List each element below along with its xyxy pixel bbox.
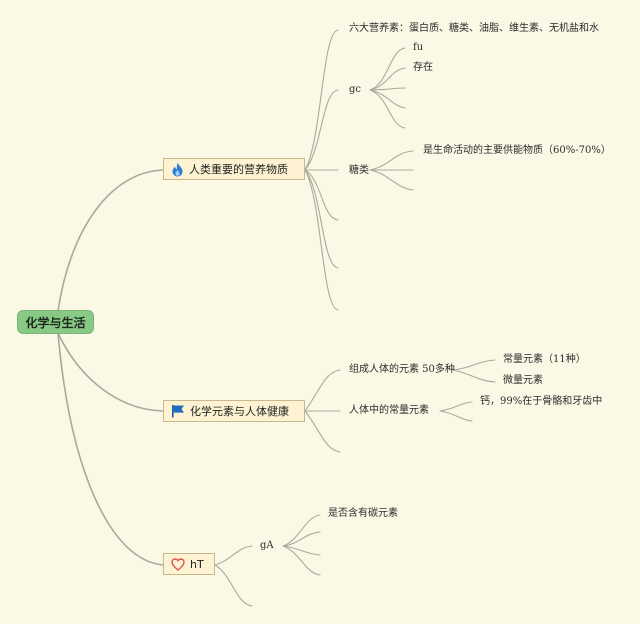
branch-composition-1 bbox=[452, 359, 496, 371]
branch-nutrition-5 bbox=[304, 169, 339, 269]
topic-ht-label: hT bbox=[190, 557, 204, 571]
branch-root-to-elements bbox=[57, 332, 164, 412]
branch-elements-1 bbox=[304, 369, 341, 412]
node-ga[interactable]: gA bbox=[260, 540, 274, 551]
flag-icon bbox=[172, 405, 184, 418]
branch-sugar-3 bbox=[369, 169, 414, 191]
node-sugars[interactable]: 糖类 bbox=[349, 165, 369, 176]
branch-gc-1 bbox=[369, 47, 406, 91]
branch-gc-3 bbox=[369, 87, 406, 91]
branch-ga-2 bbox=[282, 531, 321, 547]
branch-ht-1 bbox=[214, 545, 253, 566]
topic-elements-label: 化学元素与人体健康 bbox=[190, 405, 289, 418]
node-sugar-energy[interactable]: 是生命活动的主要供能物质（60%-70%） bbox=[423, 145, 611, 156]
node-carbon-check[interactable]: 是否含有碳元素 bbox=[328, 508, 398, 519]
node-existence[interactable]: 存在 bbox=[413, 62, 433, 73]
node-trace-elements[interactable]: 微量元素 bbox=[503, 375, 543, 386]
branch-nutrition-1 bbox=[304, 29, 339, 171]
node-gc[interactable]: gc bbox=[349, 84, 362, 95]
node-fu[interactable]: fu bbox=[413, 42, 424, 53]
flame-icon bbox=[172, 162, 183, 176]
topic-elements[interactable]: 化学元素与人体健康 bbox=[163, 400, 305, 422]
branch-ga-3 bbox=[282, 545, 321, 556]
branch-ga-4 bbox=[282, 545, 321, 576]
branch-macro-2 bbox=[439, 410, 473, 422]
root-node[interactable]: 化学与生活 bbox=[18, 311, 93, 333]
branch-gc-5 bbox=[369, 89, 406, 129]
branch-root-to-ht bbox=[57, 332, 164, 566]
branch-gc-4 bbox=[369, 89, 406, 109]
node-body-composition[interactable]: 组成人体的元素 50多种 bbox=[349, 364, 455, 375]
branch-nutrition-2 bbox=[304, 89, 339, 171]
branch-elements-3 bbox=[304, 410, 341, 453]
branch-ht-2 bbox=[214, 564, 253, 607]
topic-ht[interactable]: hT bbox=[163, 553, 215, 575]
branch-macro-1 bbox=[439, 401, 473, 412]
heart-icon bbox=[171, 557, 185, 571]
branch-root-to-nutrition bbox=[57, 169, 164, 312]
node-macro-elements[interactable]: 常量元素（11种） bbox=[503, 354, 586, 365]
topic-nutrition[interactable]: 人类重要的营养物质 bbox=[163, 158, 305, 180]
topic-nutrition-label: 人类重要的营养物质 bbox=[189, 163, 288, 176]
branch-ga-1 bbox=[282, 514, 321, 547]
branch-nutrition-4 bbox=[304, 169, 339, 221]
node-six-nutrients[interactable]: 六大营养素：蛋白质、糖类、油脂、维生素、无机盐和水 bbox=[349, 23, 599, 34]
branch-gc-2 bbox=[369, 67, 406, 91]
branch-sugar-1 bbox=[369, 150, 414, 171]
branch-nutrition-6 bbox=[304, 169, 339, 311]
branch-composition-2 bbox=[452, 369, 496, 383]
node-calcium[interactable]: 钙，99%在于骨骼和牙齿中 bbox=[480, 396, 603, 407]
node-body-macro[interactable]: 人体中的常量元素 bbox=[349, 405, 429, 416]
root-label: 化学与生活 bbox=[25, 315, 86, 330]
